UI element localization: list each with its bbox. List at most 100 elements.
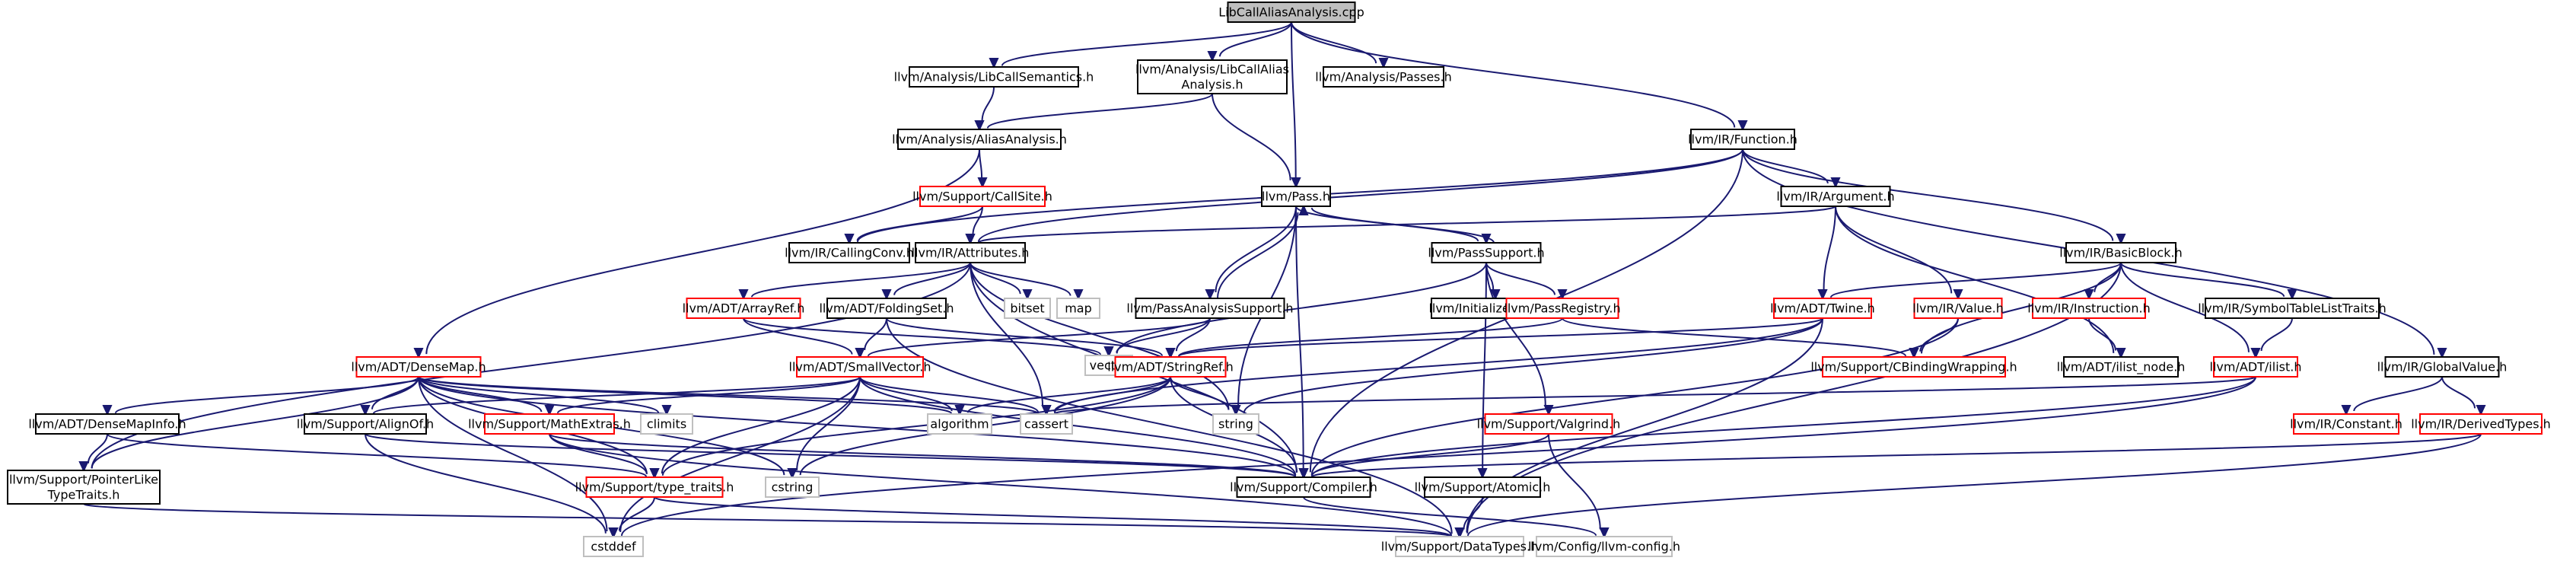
node-box [1114,356,1227,378]
node-label: llvm/PassRegistry.h [1504,301,1620,316]
node-box [1261,186,1331,207]
node-map[interactable]: map [1056,298,1100,319]
node-densemap[interactable]: llvm/ADT/DenseMap.h [351,356,486,378]
node-passsupport[interactable]: llvm/PassSupport.h [1428,242,1545,263]
node-basicblock[interactable]: llvm/IR/BasicBlock.h [2059,242,2183,263]
node-densemapinfo[interactable]: llvm/ADT/DenseMapInfo.h [28,413,186,435]
node-box [1004,298,1051,319]
node-function[interactable]: llvm/IR/Function.h [1688,129,1797,150]
edge-argument-to-ilistnode [1835,206,2126,359]
node-libcallaa[interactable]: llvm/Analysis/LibCallAliasAnalysis.h [1135,59,1289,94]
node-box [1020,413,1073,435]
edge-smallvector-to-mathextras [544,376,861,416]
edge-valgrind-to-compiler [1298,433,1549,480]
node-box [355,356,482,378]
node-label: llvm/IR/Function.h [1688,132,1797,147]
node-valgrind[interactable]: llvm/Support/Valgrind.h [1477,413,1621,435]
node-instruction[interactable]: llvm/IR/Instruction.h [2027,298,2151,319]
node-value[interactable]: llvm/IR/Value.h [1912,298,2004,319]
node-label: llvm/IR/GlobalValue.h [2377,360,2508,374]
node-label: llvm/IR/Attributes.h [912,246,1030,260]
node-box [583,536,644,557]
node-foldingset[interactable]: llvm/ADT/FoldingSet.h [819,298,954,319]
node-ilist[interactable]: llvm/ADT/ilist.h [2210,356,2302,378]
node-box [2205,298,2380,319]
node-atomic[interactable]: llvm/Support/Atomic.h [1415,476,1551,498]
node-stringref[interactable]: llvm/ADT/StringRef.h [1107,356,1234,378]
edge-aliasanalysis-to-densemap [413,148,980,359]
node-box [909,66,1079,88]
edge-ilist-to-compiler [1298,376,2256,480]
node-constant[interactable]: llvm/IR/Constant.h [2290,413,2402,435]
edge-attributes-to-bitset [970,262,1033,301]
node-label: llvm/ADT/SmallVector.h [789,360,931,374]
edge-attributes-to-arrayref [738,262,971,301]
node-box [1431,242,1542,263]
node-smallvector[interactable]: llvm/ADT/SmallVector.h [789,356,931,378]
edge-mathextras-to-typetraits [549,433,660,480]
node-passregistry[interactable]: llvm/PassRegistry.h [1504,298,1621,319]
node-cassert[interactable]: cassert [1020,413,1073,435]
edge-basicblock-to-symtabletraits [2120,262,2297,301]
node-label: llvm/ADT/FoldingSet.h [819,301,954,316]
edge-atomic-to-datatypes [1454,496,1483,539]
node-box [927,413,992,435]
node-passes[interactable]: llvm/Analysis/Passes.h [1315,66,1452,88]
node-compiler[interactable]: llvm/Support/Compiler.h [1230,476,1377,498]
node-algorithm[interactable]: algorithm [927,413,992,435]
node-globalvalue[interactable]: llvm/IR/GlobalValue.h [2377,356,2508,378]
node-alignof[interactable]: llvm/Support/AlignOf.h [297,413,434,435]
node-attributes[interactable]: llvm/IR/Attributes.h [912,242,1030,263]
edge-aliasanalysis-to-callsite [977,148,988,189]
node-ilistnode[interactable]: llvm/ADT/ilist_node.h [2057,356,2186,378]
node-box [2419,413,2543,435]
edge-root-to-function [1291,21,1748,132]
edge-smallvector-to-cstring [787,376,861,480]
node-datatypes[interactable]: llvm/Support/DataTypes.h [1381,536,1539,557]
node-callingconv[interactable]: llvm/IR/CallingConv.h [785,242,914,263]
node-label: string [1218,417,1253,432]
node-label: llvm/Analysis/LibCallAlias [1135,62,1289,77]
node-box [1424,476,1541,498]
node-mathextras[interactable]: llvm/Support/MathExtras.h [468,413,631,435]
node-box [765,476,820,498]
node-config[interactable]: llvm/Config/llvm-config.h [1528,536,1680,557]
node-symtabletraits[interactable]: llvm/IR/SymbolTableListTraits.h [2198,298,2387,319]
node-cbinding[interactable]: llvm/Support/CBindingWrapping.h [1810,356,2017,378]
node-bitset[interactable]: bitset [1004,298,1051,319]
node-libcallsem[interactable]: llvm/Analysis/LibCallSemantics.h [894,66,1094,88]
node-box [640,413,693,435]
edge-derivedtypes-to-datatypes [1454,433,2482,539]
edge-basicblock-to-twine [1817,262,2122,301]
node-cstddef[interactable]: cstddef [583,536,644,557]
node-climits[interactable]: climits [640,413,693,435]
node-box [7,470,161,505]
node-label: llvm/Support/CBindingWrapping.h [1810,360,2017,374]
edge-stringref-to-string [1170,376,1241,416]
node-derivedtypes[interactable]: llvm/IR/DerivedTypes.h [2411,413,2551,435]
node-box [915,242,1026,263]
node-aliasanalysis[interactable]: llvm/Analysis/AliasAnalysis.h [892,129,1067,150]
node-box [2384,356,2500,378]
node-callsite[interactable]: llvm/Support/CallSite.h [912,186,1052,207]
node-passanalysis[interactable]: llvm/PassAnalysisSupport.h [1126,298,1294,319]
edge-passsupport-to-pass [1298,204,1495,244]
node-box [2032,298,2146,319]
node-box [1505,298,1619,319]
node-string[interactable]: string [1212,413,1259,435]
node-box [1822,356,2006,378]
node-arrayref[interactable]: llvm/ADT/ArrayRef.h [683,298,805,319]
node-pass[interactable]: llvm/Pass.h [1261,186,1331,207]
edge-densemap-to-densemapinfo [102,376,419,416]
edge-instruction-to-ilistnode [2088,317,2126,359]
node-cstring[interactable]: cstring [765,476,820,498]
edge-foldingset-to-smallvector [855,317,887,359]
node-box [1780,186,1891,207]
edge-value-to-compiler [1298,317,1959,480]
node-twine[interactable]: llvm/ADT/Twine.h [1770,298,1875,319]
edge-pointerlike-to-datatypes [83,503,1465,539]
node-argument[interactable]: llvm/IR/Argument.h [1776,186,1895,207]
node-typetraits[interactable]: llvm/Support/type_traits.h [575,476,734,498]
node-label: llvm/Support/Compiler.h [1230,480,1377,495]
